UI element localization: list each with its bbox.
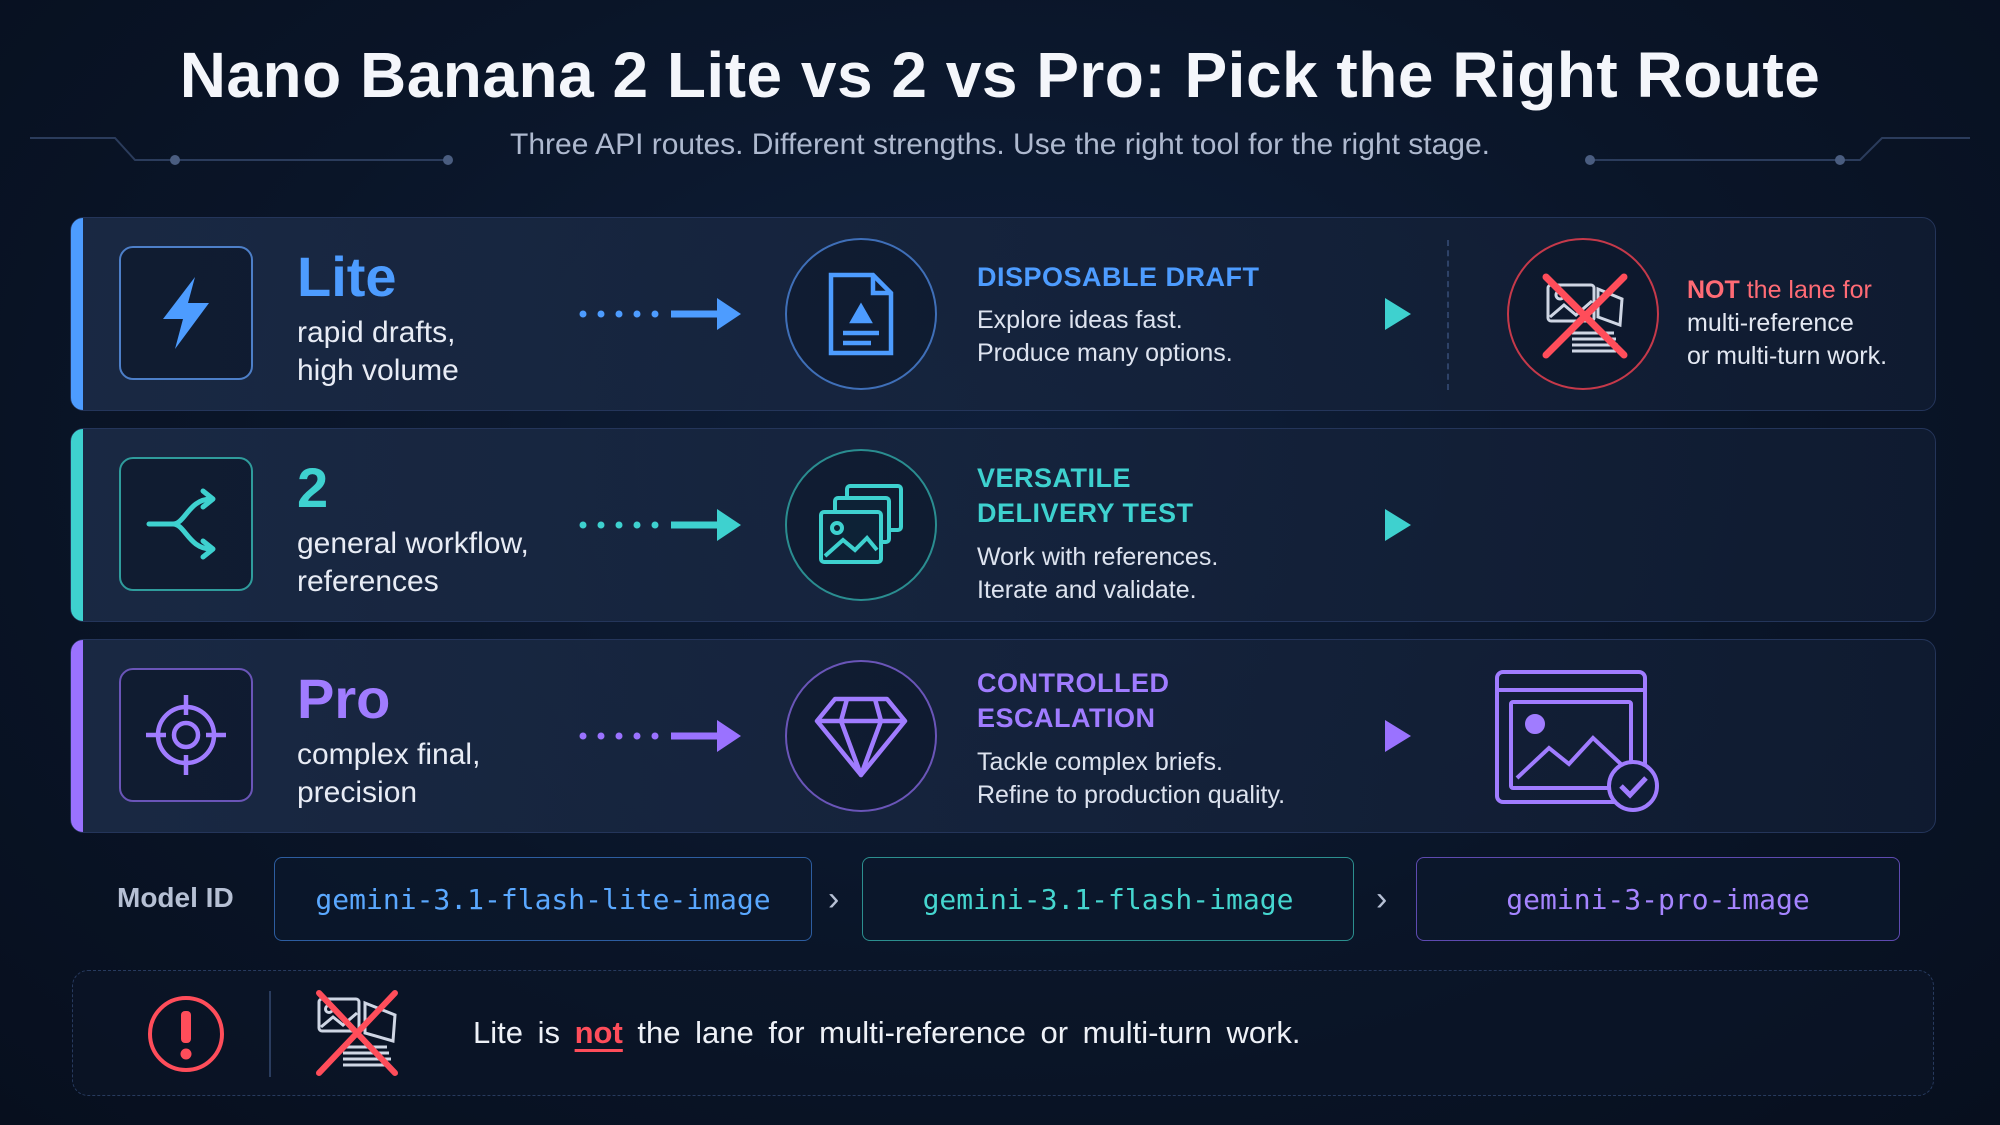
stage-description: Tackle complex briefs. Refine to product… (977, 748, 1286, 809)
row-accent (71, 640, 83, 832)
stage-title: DISPOSABLE DRAFT (977, 262, 1260, 292)
row-accent (71, 218, 83, 410)
flow-arrow-icon (1281, 720, 1411, 752)
no-multi-image-icon (309, 987, 409, 1084)
footer-warning: Lite is not the lane for multi-reference… (72, 970, 1934, 1096)
stage-title: VERSATILE DELIVERY TEST (977, 463, 1194, 528)
route-name: Lite (297, 245, 397, 308)
route-row-2: 2 general workflow, references VERSATILE… (70, 428, 1936, 622)
header-decoration (30, 137, 1970, 165)
flow-arrow-icon (579, 720, 741, 752)
divider (1447, 240, 1451, 390)
page-subtitle: Three API routes. Different strengths. U… (510, 128, 1490, 161)
route-name: Pro (297, 667, 391, 730)
warning-note-heading: NOT the lane for (1687, 276, 1872, 304)
stage-description: Work with references. Iterate and valida… (977, 543, 1219, 604)
diamond-icon (785, 660, 937, 812)
route-row-pro: Pro complex final, precision CONTROLLED … (70, 639, 1936, 833)
model-id-label: Model ID (117, 882, 234, 913)
route-description: rapid drafts, high volume (297, 316, 459, 387)
flow-arrow-icon (579, 509, 741, 541)
warning-note: multi-reference or multi-turn work. (1687, 309, 1888, 370)
warning-icon (145, 993, 227, 1080)
branch-icon (119, 457, 253, 591)
row-accent (71, 429, 83, 621)
no-multi-image-icon (1507, 238, 1659, 390)
route-description: complex final, precision (297, 738, 481, 809)
stage-description: Explore ideas fast. Produce many options… (977, 306, 1233, 367)
model-id-lite: gemini-3.1-flash-lite-image (274, 857, 812, 941)
model-id-pro: gemini-3-pro-image (1416, 857, 1900, 941)
flow-arrow-icon (1281, 509, 1411, 541)
stage-title: CONTROLLED ESCALATION (977, 668, 1170, 733)
chevron-right-icon: › (828, 880, 840, 918)
footer-text: Lite is not the lane for multi-reference… (473, 1015, 1301, 1050)
route-description: general workflow, references (297, 527, 529, 598)
lightning-icon (119, 246, 253, 380)
route-name: 2 (297, 456, 329, 519)
flow-arrow-icon (1281, 298, 1411, 330)
image-stack-icon (785, 449, 937, 601)
chevron-right-icon: › (1376, 880, 1388, 918)
document-icon (785, 238, 937, 390)
page-title: Nano Banana 2 Lite vs 2 vs Pro: Pick the… (179, 39, 1821, 111)
route-row-lite: Lite rapid drafts, high volume DISPOSABL… (70, 217, 1936, 411)
flow-arrow-icon (579, 298, 741, 330)
divider (269, 991, 271, 1077)
model-id-2: gemini-3.1-flash-image (862, 857, 1354, 941)
approved-image-icon (1491, 666, 1671, 821)
target-icon (119, 668, 253, 802)
